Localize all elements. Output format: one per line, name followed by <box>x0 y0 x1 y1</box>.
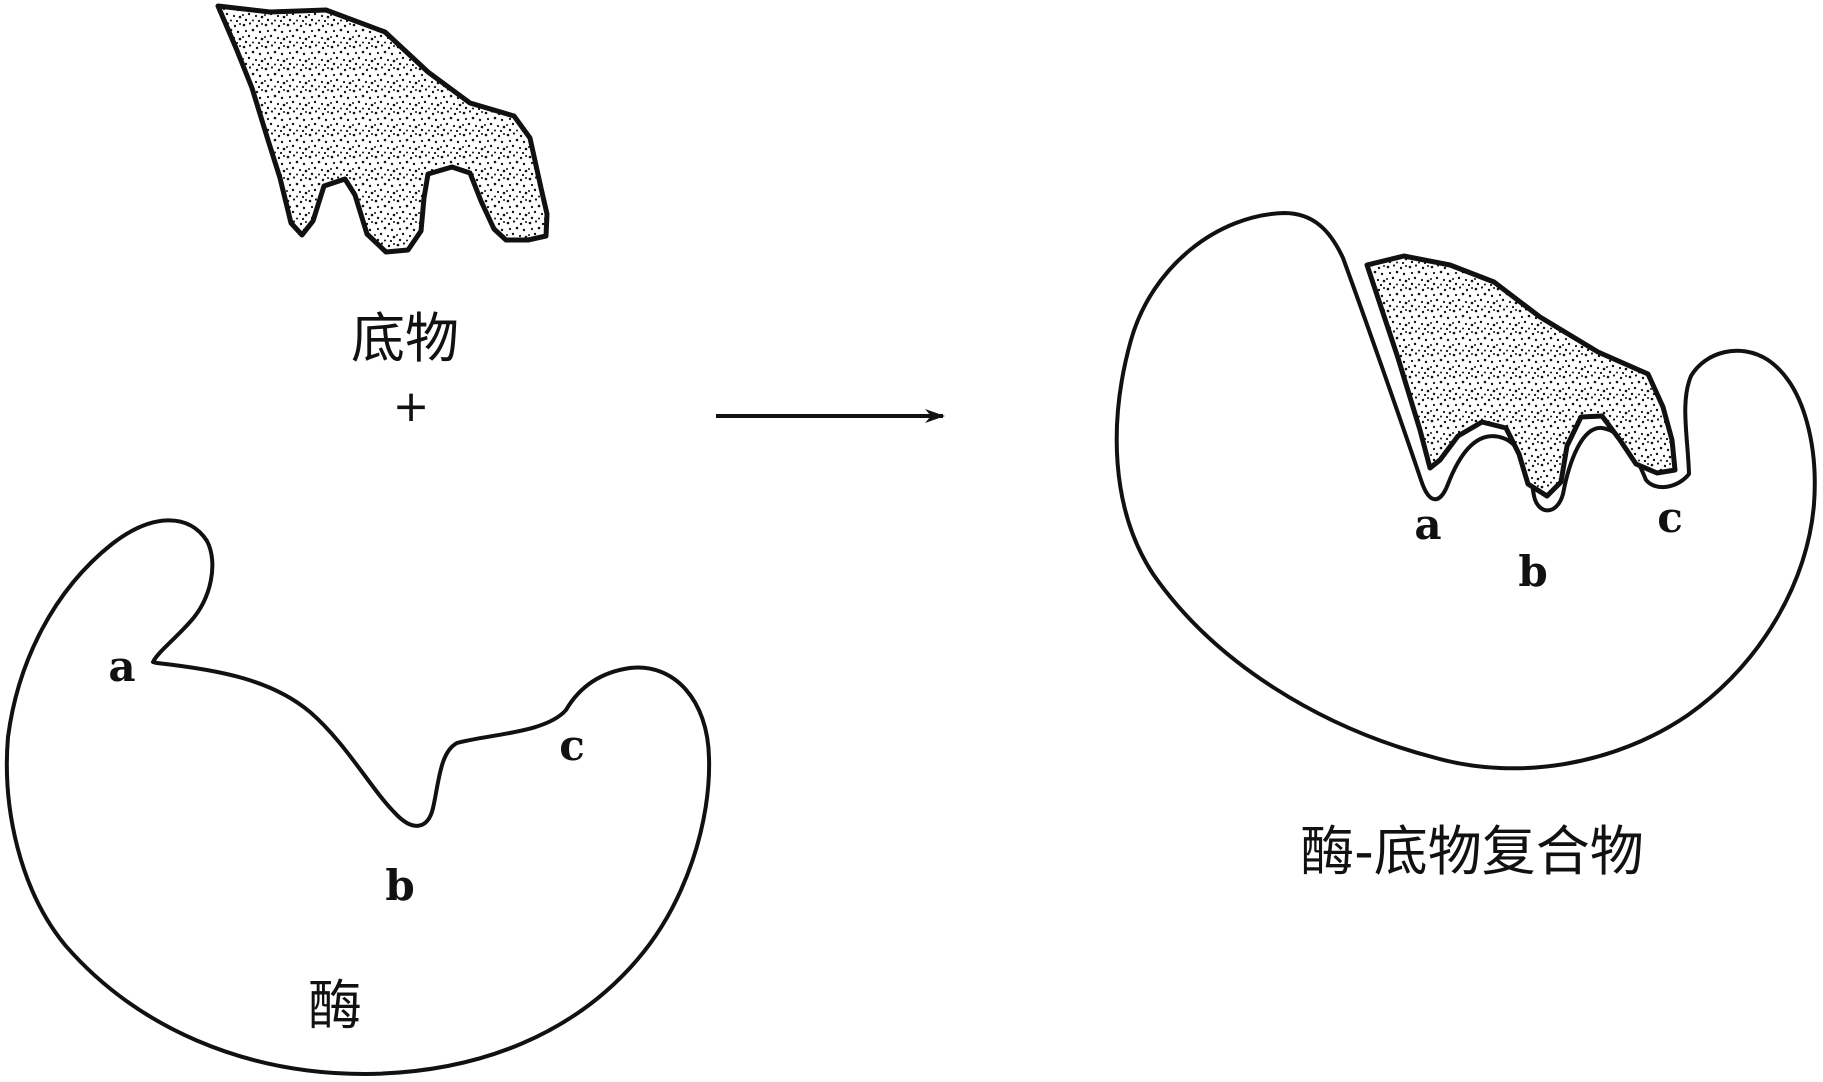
substrate-shape <box>215 3 550 255</box>
complex-site-b: b <box>1518 547 1547 596</box>
enzyme-site-a: a <box>108 642 135 691</box>
complex-site-c: c <box>1657 493 1683 542</box>
plus-sign: + <box>393 381 430 432</box>
enzyme-site-b: b <box>385 861 414 910</box>
complex-substrate-shape <box>1364 253 1678 499</box>
enzyme-label: 酶 <box>308 974 362 1037</box>
enzyme-shape <box>4 518 712 1076</box>
substrate-label: 底物 <box>351 307 459 370</box>
complex-enzyme-shape <box>1114 211 1817 771</box>
enzyme-site-c: c <box>559 721 585 770</box>
complex-label: 酶-底物复合物 <box>1300 820 1644 883</box>
complex-site-a: a <box>1414 500 1441 549</box>
